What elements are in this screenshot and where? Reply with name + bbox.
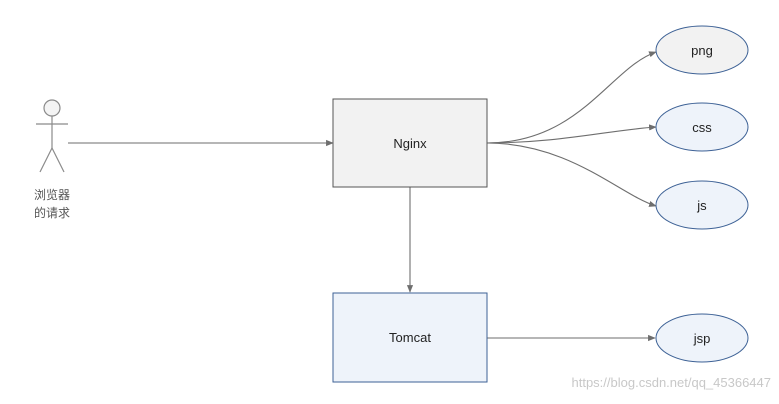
jsp-node: jsp [655, 313, 749, 363]
jsp-ellipse [655, 313, 749, 363]
png-ellipse [655, 25, 749, 75]
actor-left-leg [39, 147, 53, 173]
nginx-label: Nginx [393, 136, 427, 151]
actor-label-line2: 的请求 [34, 205, 70, 220]
css-ellipse [655, 102, 749, 152]
png-node: png [655, 25, 749, 75]
tomcat-label: Tomcat [389, 330, 431, 345]
watermark-text: https://blog.csdn.net/qq_45366447 [571, 375, 772, 390]
css-label: css [692, 120, 712, 135]
arrow-nginx-to-js [486, 142, 657, 207]
js-ellipse [655, 180, 749, 230]
browser-actor [36, 99, 68, 173]
arrow-nginx-to-css [486, 124, 657, 144]
arrow-nginx-to-png [486, 51, 657, 144]
nginx-node: Nginx [332, 98, 488, 188]
actor-right-leg [51, 147, 65, 173]
actor-head [43, 99, 61, 117]
js-label: js [696, 198, 707, 213]
tomcat-box [332, 292, 488, 383]
jsp-label: jsp [693, 331, 711, 346]
actor-label-line1: 浏览器 [34, 187, 70, 202]
png-label: png [691, 43, 713, 58]
tomcat-node: Tomcat [332, 292, 488, 383]
nginx-box [332, 98, 488, 188]
js-node: js [655, 180, 749, 230]
css-node: css [655, 102, 749, 152]
